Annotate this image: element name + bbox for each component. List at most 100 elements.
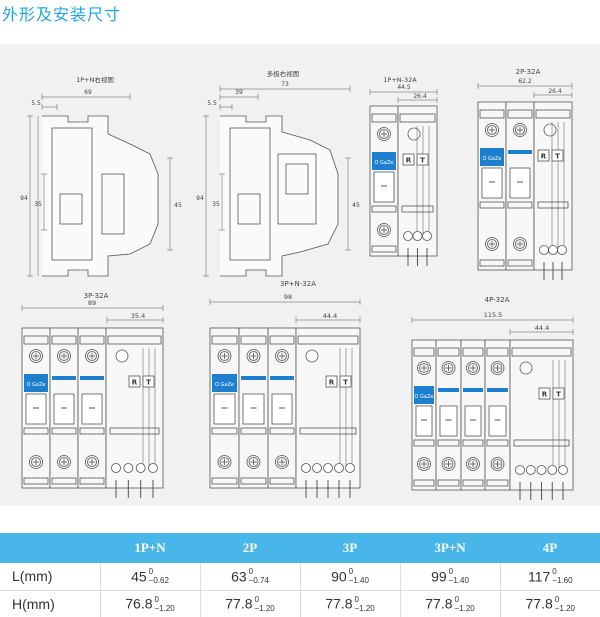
terminal-screw: [417, 457, 431, 471]
dimension-label: 89: [88, 299, 96, 307]
dimension-label: 62.2: [518, 78, 532, 85]
breaker-pole: [77, 327, 107, 489]
dimension-label: 98: [284, 293, 292, 301]
test-label: T: [555, 153, 560, 161]
reset-button: R: [538, 387, 551, 400]
dimension-label: 94: [196, 195, 204, 202]
tolerance-upper: 0: [248, 567, 254, 577]
terminal-screw: [29, 349, 43, 363]
tolerance: 0−1.20: [455, 595, 475, 613]
drawing-title: 2P-32A: [516, 68, 541, 76]
brand-plate: [24, 374, 48, 392]
row-label: H(mm): [0, 590, 101, 617]
table-header-row: 1P+N 2P 3P 3P+N 4P: [0, 533, 600, 563]
test-button: T: [142, 375, 155, 388]
table-header-cell: 3P+N: [400, 533, 500, 563]
terminal-screw: [275, 349, 289, 363]
tolerance: 0−1.20: [155, 595, 175, 613]
reset-button: R: [537, 149, 550, 162]
test-button: T: [416, 153, 429, 166]
dimension-value: 45: [131, 568, 147, 585]
tolerance-upper: 0: [448, 567, 454, 577]
breaker-pole: O GaZe: [477, 101, 507, 271]
tolerance-lower: −0.74: [248, 576, 269, 586]
terminal-screw: [275, 455, 289, 469]
reset-label: R: [132, 379, 138, 387]
row-label: L(mm): [0, 563, 101, 591]
brand-plate: [480, 148, 504, 166]
terminal-screw: [490, 457, 505, 471]
test-label: T: [343, 379, 348, 387]
terminal-screw: [85, 455, 99, 469]
tolerance-upper: 0: [354, 594, 359, 604]
dimension-label: 45: [174, 202, 182, 209]
drawing-title: 3P-32A: [84, 292, 109, 300]
terminal-screw: [417, 361, 431, 375]
indicator-band: [270, 376, 294, 380]
terminal-screw: [441, 361, 456, 375]
dimension-value: 77.8: [225, 595, 253, 612]
breaker-pole: [460, 339, 486, 491]
tolerance-upper: 0: [154, 594, 159, 604]
tolerance: 0−1.20: [555, 595, 575, 613]
breaker-pole: [435, 339, 462, 491]
brand-label: O GaZe: [375, 160, 394, 166]
indicator-band: [487, 388, 508, 392]
dimension-label: 26.4: [548, 88, 562, 95]
tolerance: 0−0.62: [149, 567, 169, 585]
terminal-screw: [217, 455, 232, 469]
dimension-value: 77.8: [525, 595, 553, 612]
terminal-screw: [377, 223, 391, 237]
tolerance-lower: −1.20: [154, 603, 175, 613]
tolerance: 0−1.40: [349, 567, 369, 585]
dimension-label: 94: [20, 195, 28, 202]
tolerance: 0−1.20: [255, 595, 275, 613]
test-label: T: [556, 391, 561, 399]
test-button: T: [339, 375, 352, 388]
terminal-screw: [377, 127, 391, 141]
tolerance-upper: 0: [148, 567, 154, 577]
dimension-label: 5.5: [31, 100, 41, 107]
side-outline: [220, 115, 339, 277]
breaker-pole: [49, 327, 79, 489]
breaker-pole: [505, 101, 535, 271]
table-header-cell: 2P: [200, 533, 300, 563]
brand-label: O GaZe: [27, 382, 46, 388]
table-header-cell: 1P+N: [100, 533, 200, 563]
breaker-pole: [267, 327, 297, 489]
test-button: T: [552, 387, 565, 400]
breaker-pole: [238, 327, 269, 489]
indicator-band: [80, 376, 104, 380]
dimension-value: 99: [431, 568, 447, 585]
dimension-value: 63: [231, 568, 247, 585]
drawing-title: 1P+N右视图: [76, 75, 114, 84]
terminal-screw: [513, 123, 527, 137]
tolerance-lower: −0.62: [148, 576, 169, 586]
tolerance-upper: 0: [348, 567, 354, 577]
tolerance-lower: −1.20: [254, 603, 275, 613]
indicator-band: [508, 150, 532, 154]
terminal-screw: [466, 361, 480, 375]
dimension-label: 45: [352, 202, 360, 209]
reset-label: R: [329, 379, 335, 387]
terminal-screw: [513, 237, 527, 251]
terminal-screw: [57, 455, 71, 469]
dimension-value: 90: [331, 568, 347, 585]
brand-plate: [414, 386, 434, 404]
drawing-title: 4P-32A: [485, 296, 510, 304]
reset-label: R: [542, 391, 548, 399]
